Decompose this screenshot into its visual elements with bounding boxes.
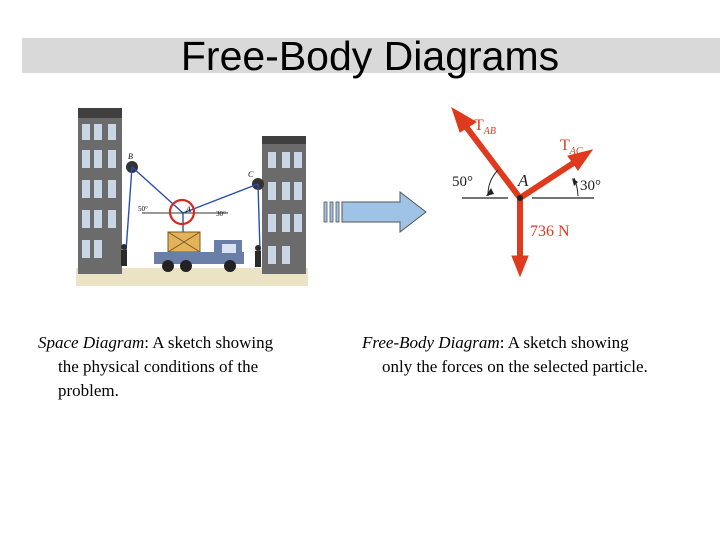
block-arrow-icon [323,190,427,234]
force-weight-head [511,255,529,278]
weight-label: 736 N [530,223,570,240]
left-building [78,108,122,274]
caption-line: the physical conditions of the [58,357,259,376]
right-building [262,136,306,274]
free-body-diagram: TAB TAC 50° 30° A 736 N [451,106,601,278]
caption-line: problem. [58,381,119,400]
truck [154,240,244,272]
caption-line: only the forces on the selected particle… [382,357,648,376]
fbd-caption: Free-Body Diagram: A sketch showing only… [362,331,718,379]
point-label: A [517,171,529,190]
page-title: Free-Body Diagrams [180,33,560,79]
caption-text: : A sketch showing [499,333,629,352]
force-tab-head [451,106,477,133]
force-tac-head [567,149,594,171]
workers [121,244,261,267]
space-diagram: B C A 50° 30° [76,106,308,286]
angle-right-label: 30° [580,178,601,194]
tab-label: TAB [474,117,496,137]
title-band [22,38,720,73]
angle-right-label: 30° [216,210,226,218]
caption-term: Free-Body Diagram [362,333,500,352]
space-diagram-caption: Space Diagram: A sketch showing the phys… [38,331,338,403]
angle-left-label: 50° [452,174,473,190]
caption-term: Space Diagram [38,333,145,352]
angle-left-label: 50° [138,205,148,213]
label-a: A [185,205,191,214]
label-c: C [248,170,254,179]
caption-text: : A sketch showing [144,333,274,352]
force-tab-shaft [461,122,523,200]
particle-point [517,195,523,201]
selected-particle-circle [168,198,196,226]
ground [76,268,308,286]
cables [125,166,261,252]
force-tac-shaft [518,157,580,201]
angle-arc-right [573,177,579,197]
label-b: B [128,152,133,161]
tac-label: TAC [560,137,583,157]
